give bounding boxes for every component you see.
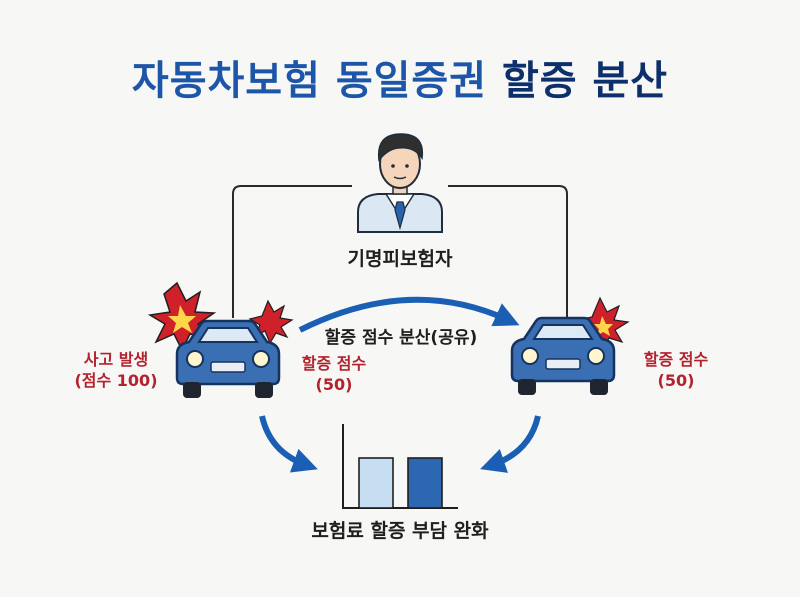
title-part2: 할증 분산 <box>501 58 669 104</box>
bottom-label: 보험료 할증 부담 완화 <box>311 520 489 542</box>
connector-line-right <box>448 185 568 318</box>
arrow-left-to-chart <box>259 415 318 473</box>
person-label: 기명피보험자 <box>347 248 453 270</box>
title-part1: 자동차보험 동일증권 <box>131 58 488 104</box>
share-arrow-label: 할증 점수 분산(공유) <box>324 328 478 348</box>
bar-chart-icon <box>342 424 458 509</box>
arrow-right-to-chart <box>480 415 541 473</box>
right-points-label: 할증 점수 (50) <box>626 349 726 391</box>
accident-label-line2: (점수 100) <box>74 371 158 390</box>
right-points-line1: 할증 점수 <box>643 350 709 369</box>
accident-label: 사고 발생 (점수 100) <box>56 349 176 391</box>
page-title: 자동차보험 동일증권 할증 분산 <box>0 48 800 106</box>
share-arrow <box>298 296 520 333</box>
person-icon <box>357 133 443 233</box>
accident-label-line1: 사고 발생 <box>83 350 149 369</box>
connector-line-left <box>232 185 352 318</box>
right-points-line2: (50) <box>657 371 695 390</box>
left-points-line2: (50) <box>315 375 353 394</box>
left-points-label: 할증 점수 (50) <box>284 353 384 395</box>
left-points-line1: 할증 점수 <box>301 354 367 373</box>
